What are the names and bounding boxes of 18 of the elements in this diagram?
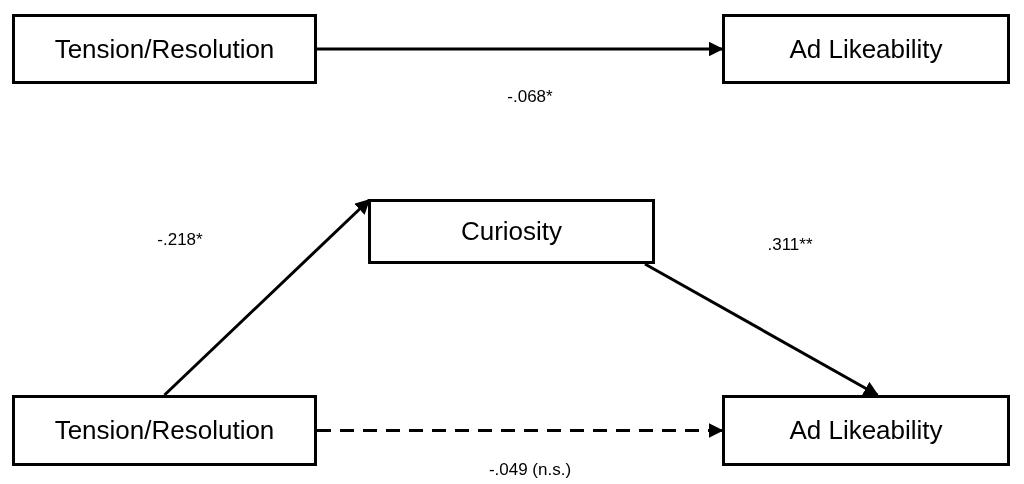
variable-label: Ad Likeability [789, 33, 943, 65]
variable-box [722, 395, 1010, 466]
arrow [317, 423, 724, 438]
variable-box [722, 14, 1010, 84]
variable-box [368, 199, 655, 264]
variable-box [12, 395, 317, 466]
edge-label: -.068* [507, 87, 553, 107]
variable-label: Tension/Resolution [54, 415, 275, 446]
edge-label: .311** [767, 235, 813, 255]
variable-label: Curiosity [460, 216, 563, 247]
variable-label: Ad Likeability [789, 415, 943, 446]
arrow [644, 262, 879, 397]
edge-label: -.218* [157, 230, 203, 250]
variable-label: Tension/Resolution [54, 33, 275, 65]
variable-box [12, 14, 317, 84]
edge-label: -.049 (n.s.) [488, 460, 572, 480]
arrow [317, 41, 724, 57]
arrow [163, 198, 371, 397]
